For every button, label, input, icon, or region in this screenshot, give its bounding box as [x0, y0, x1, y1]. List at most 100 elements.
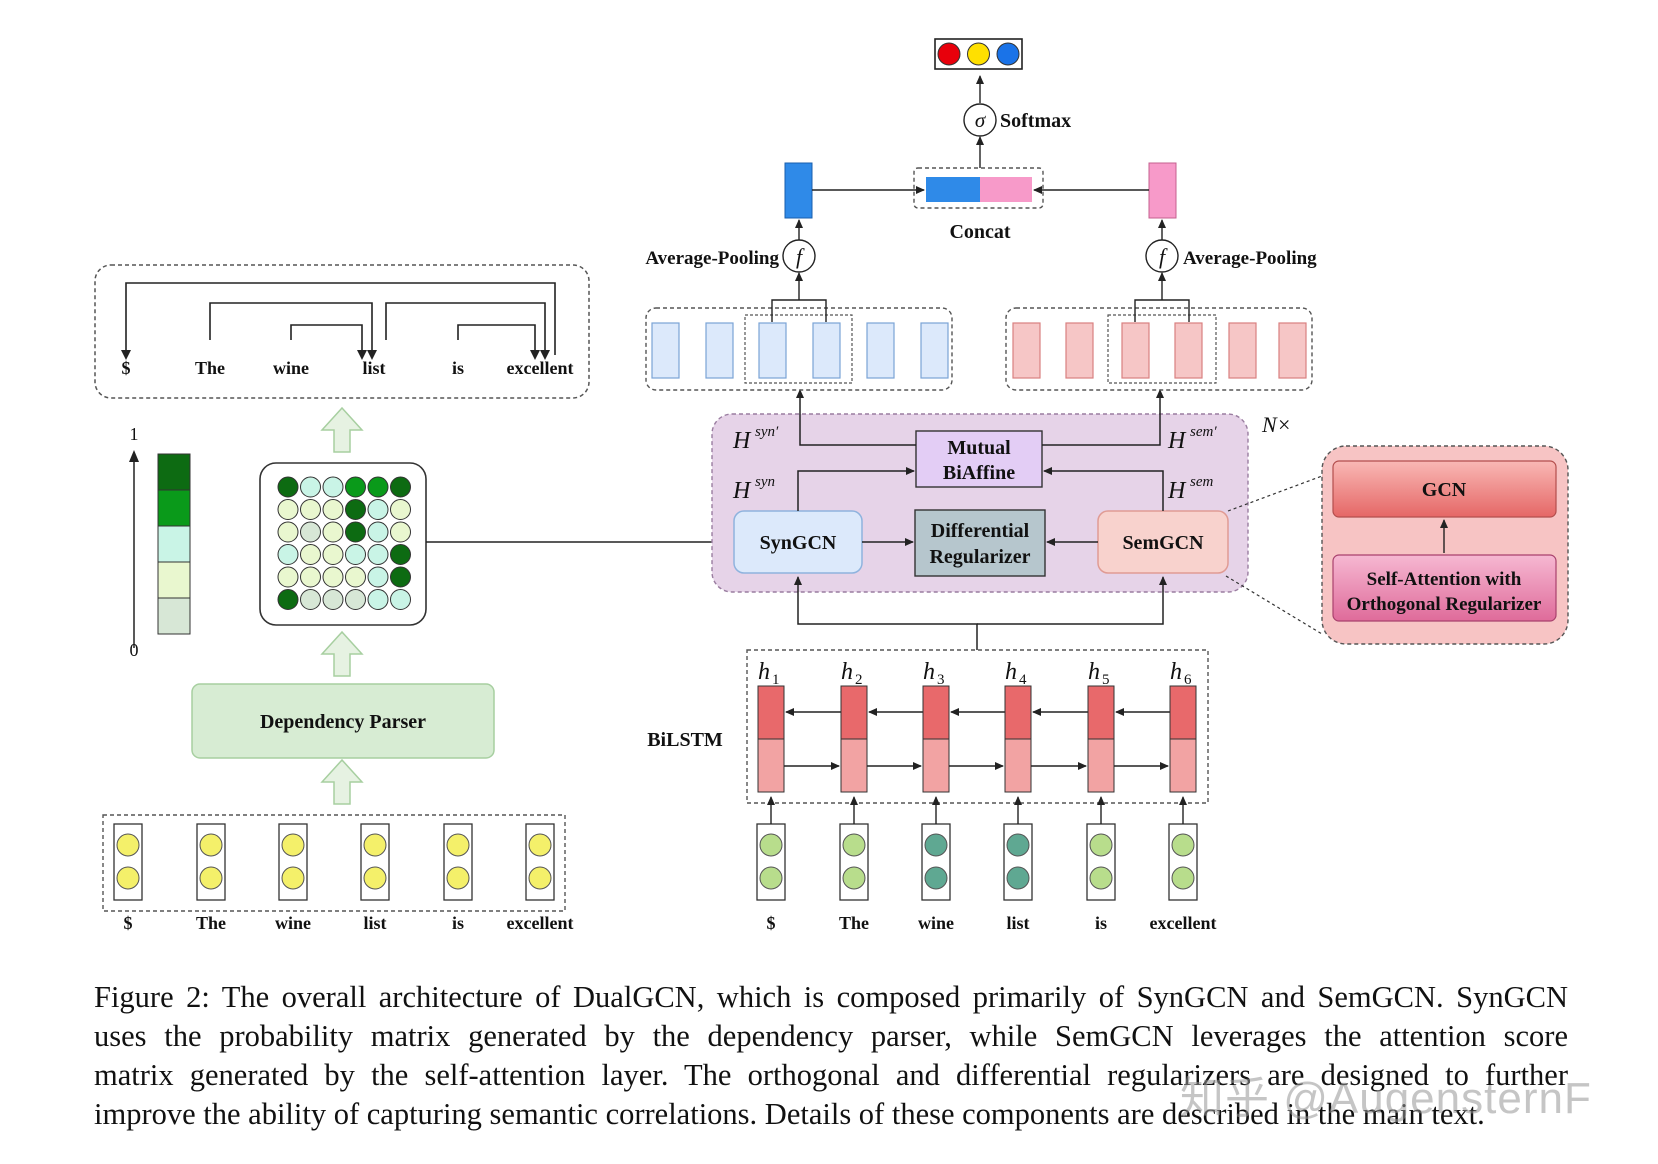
- self-attention-box: [1332, 554, 1557, 622]
- embedding-unit: [116, 866, 140, 890]
- parse-token: excellent: [507, 358, 574, 378]
- embedding-unit: [1089, 866, 1113, 890]
- node-vector: [1278, 322, 1307, 379]
- matrix-cell: [345, 544, 366, 565]
- svg-text:H: H: [732, 428, 752, 454]
- hidden-state-subscript: 3: [937, 672, 945, 688]
- node-vector: [812, 322, 841, 379]
- caption-line: Figure 2: The overall architecture of Du…: [94, 980, 1568, 1014]
- matrix-cell: [277, 544, 299, 565]
- caption-line: matrix generated by the self-attention l…: [94, 1058, 1568, 1092]
- left-token: is: [452, 913, 464, 933]
- embedding-unit: [842, 866, 866, 890]
- output-classes: [937, 42, 1020, 66]
- matrix-cell: [345, 521, 366, 543]
- embedding-unit: [528, 866, 552, 890]
- lstm-forward-cell: [1169, 738, 1197, 793]
- syn-pooled-vector: [784, 162, 813, 219]
- lstm-backward-cell: [922, 685, 950, 740]
- matrix-cell: [367, 499, 389, 520]
- parse-tree-box: [94, 264, 590, 399]
- embedding-unit: [446, 833, 470, 857]
- embedding-unit: [199, 833, 223, 857]
- left-token: $: [124, 913, 133, 933]
- hidden-state-subscript: 1: [772, 672, 780, 688]
- embedding-unit: [759, 866, 783, 890]
- embedding-unit: [281, 866, 305, 890]
- embedding-unit: [924, 833, 948, 857]
- matrix-cell: [345, 589, 366, 610]
- detail-connector-top: [1227, 475, 1323, 512]
- matrix-cell: [300, 566, 321, 588]
- node-vector: [1228, 322, 1257, 379]
- color-scale: [157, 453, 191, 635]
- pool-right-label: Average-Pooling: [1183, 248, 1317, 269]
- parse-token: $: [122, 358, 131, 378]
- caption-line: improve the ability of capturing semanti…: [94, 1097, 1485, 1131]
- node-vector: [651, 322, 680, 379]
- concat-box: [913, 167, 1044, 209]
- right-token: $: [767, 913, 776, 933]
- hidden-state-subscript: 6: [1184, 672, 1192, 688]
- h-sem-prime-label: H sem′: [1167, 424, 1217, 454]
- pool-right-symbol: f: [1159, 244, 1168, 269]
- concat-sem-part: [980, 177, 1032, 202]
- scale-bottom-label: 0: [130, 640, 139, 660]
- parse-token: list: [362, 358, 385, 378]
- matrix-cell: [277, 499, 299, 520]
- lstm-backward-cell: [1087, 685, 1115, 740]
- node-vector: [758, 322, 787, 379]
- lstm-forward-cell: [1087, 738, 1115, 793]
- lstm-forward-cell: [840, 738, 868, 793]
- lstm-backward-cell: [1004, 685, 1032, 740]
- parse-token: wine: [273, 358, 309, 378]
- differential-regularizer-box: [914, 509, 1046, 577]
- matrix-cell: [390, 544, 411, 565]
- matrix-cell: [345, 499, 366, 520]
- embedding-unit: [842, 833, 866, 857]
- matrix-cell: [300, 589, 321, 610]
- lstm-backward-cell: [840, 685, 868, 740]
- matrix-cell: [367, 476, 389, 498]
- syn-node-representations: [651, 322, 949, 379]
- node-vector: [705, 322, 734, 379]
- matrix-cell: [345, 476, 366, 498]
- embedding-unit: [1006, 866, 1030, 890]
- concat-arrows: [812, 75, 1149, 194]
- h-syn-label: H syn: [732, 474, 775, 504]
- embedding-unit: [1171, 866, 1195, 890]
- detail-connector-bottom: [1225, 575, 1323, 635]
- right-token: wine: [918, 913, 954, 933]
- matrix-cell: [390, 566, 411, 588]
- svg-text:syn′: syn′: [755, 424, 779, 440]
- mutual-biaffine-box: [915, 430, 1043, 488]
- hollow-up-arrows: [320, 406, 364, 805]
- dependency-parser-box: [191, 683, 495, 759]
- lstm-backward-cell: [1169, 685, 1197, 740]
- figure-caption: Figure 2: The overall architecture of Du…: [94, 978, 1568, 1134]
- svg-text:syn: syn: [755, 474, 775, 490]
- embedding-unit: [924, 866, 948, 890]
- right-token: list: [1006, 913, 1029, 933]
- regularizer-label: Regularizer: [929, 546, 1030, 568]
- concat-label: Concat: [949, 221, 1010, 243]
- h-sem-label: H sem: [1167, 474, 1213, 504]
- parse-token: The: [195, 358, 225, 378]
- syn-node-subset-box: [744, 314, 853, 384]
- matrix-cell: [390, 589, 411, 610]
- sem-node-subset-box: [1107, 314, 1217, 384]
- embedding-unit: [1171, 833, 1195, 857]
- matrix-cell: [300, 499, 321, 520]
- embedding-unit: [116, 833, 140, 857]
- parse-tree-tokens: $ The wine list is excellent: [122, 358, 574, 378]
- matrix-cell: [390, 499, 411, 520]
- matrix-cell: [277, 566, 299, 588]
- node-vector: [866, 322, 895, 379]
- embedding-unit: [446, 866, 470, 890]
- sem-pooled-vector: [1148, 162, 1177, 219]
- left-token: wine: [275, 913, 311, 933]
- orthogonal-regularizer-label: Orthogonal Regularizer: [1347, 594, 1542, 615]
- left-input-embeddings: [113, 823, 555, 901]
